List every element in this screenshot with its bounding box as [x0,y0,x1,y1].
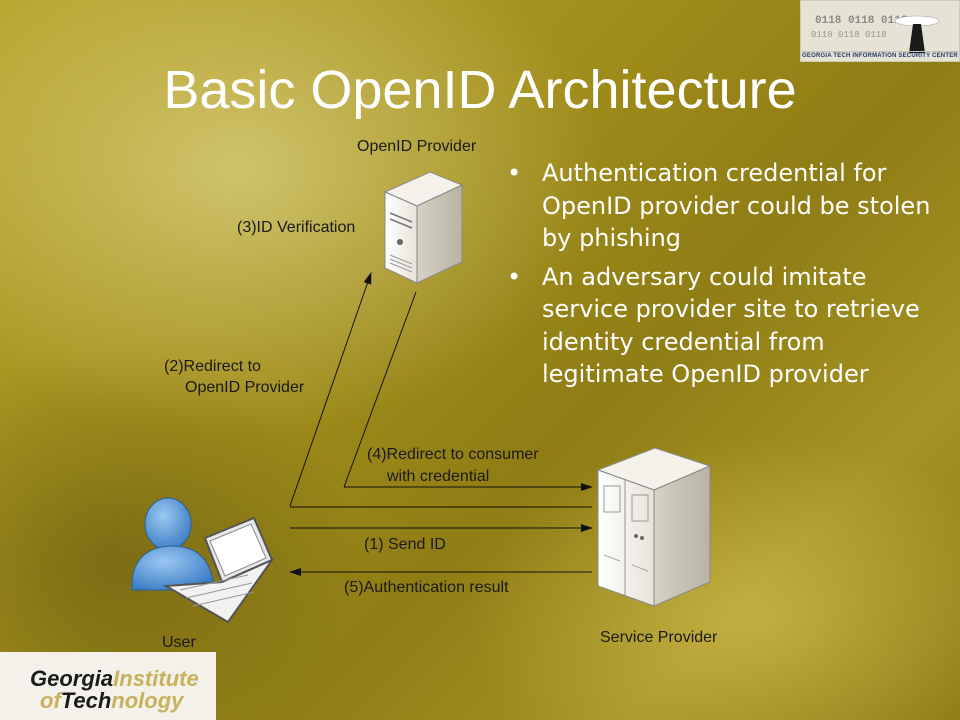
bullet-item: • Authentication credential for OpenID p… [505,157,945,255]
bullet-text: An adversary could imitate service provi… [542,262,920,389]
gtisc-logo-graphic: 0118 0118 0118 0118 0118 0118 [801,1,959,61]
step-5-label: (5)Authentication result [344,579,509,596]
logo-word: nology [111,688,184,713]
slide-title: Basic OpenID Architecture [163,60,797,120]
step-4-label-line1: (4)Redirect to consumer [367,446,539,463]
logo-word: Georgia [30,666,114,691]
user-label: User [162,634,196,651]
bullet-item: • An adversary could imitate service pro… [505,261,945,391]
step-1-label: (1) Send ID [364,536,446,553]
georgia-tech-logo: GeorgiaInstitute ofTechnology [0,652,216,720]
service-provider-label: Service Provider [600,629,718,646]
laptop-icon [162,516,275,624]
service-provider-server-icon [596,447,712,607]
logo-word: of [40,688,61,713]
binary-text: 0118 0118 0118 [815,15,908,27]
gtisc-logo-caption: GEORGIA TECH INFORMATION SECURITY CENTER [802,53,958,59]
bullet-dot-icon: • [507,262,522,291]
step-2-label-line1: (2)Redirect to [164,358,261,375]
bullet-dot-icon: • [507,159,522,187]
gtisc-logo: 0118 0118 0118 0118 0118 0118 GEORGIA TE… [800,0,960,62]
openid-provider-server-icon [383,171,464,284]
step-4-label-line2: with credential [386,468,489,485]
openid-provider-label: OpenID Provider [357,138,477,155]
logo-line-1: GeorgiaInstitute [30,666,199,692]
arrow-credential-return [343,291,417,488]
logo-word: Tech [60,688,112,713]
step-3-label: (3)ID Verification [237,219,355,236]
bullet-text: Authentication credential for OpenID pro… [542,159,931,252]
logo-line-2: ofTechnology [40,688,183,714]
step-2-label-line2: OpenID Provider [185,379,305,396]
logo-word: Institute [113,666,199,691]
binary-text: 0118 0118 0118 [811,30,887,40]
bullet-list: • Authentication credential for OpenID p… [505,157,945,397]
arrow-redirect-to-openid-provider [289,272,372,507]
user-person-icon [131,497,215,591]
